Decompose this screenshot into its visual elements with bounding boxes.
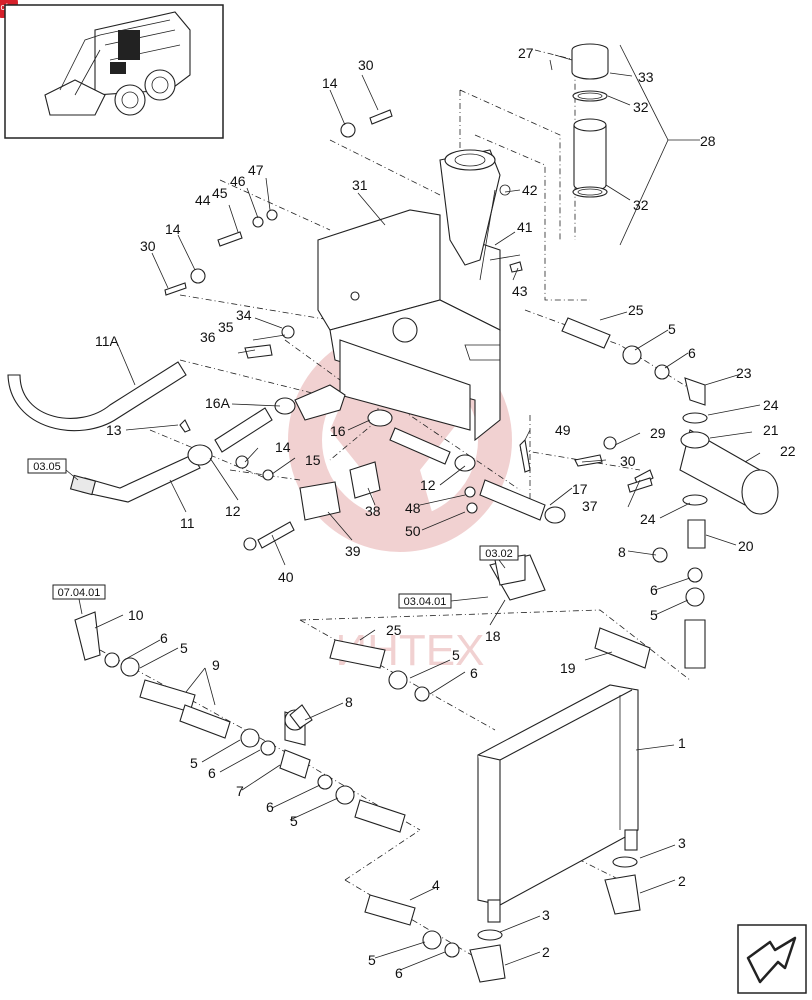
callout-number: 43 xyxy=(512,283,528,299)
callout-number: 49 xyxy=(555,422,571,438)
callout-number: 36 xyxy=(200,329,216,345)
callout-number: 18 xyxy=(485,628,501,644)
filler-cap-icon xyxy=(549,43,609,198)
callout-number: 25 xyxy=(628,302,644,318)
callout-number: 6 xyxy=(160,630,168,646)
hydraulic-tank-icon xyxy=(317,149,521,442)
callout-number: 38 xyxy=(365,503,381,519)
callout-number: 16 xyxy=(330,423,346,439)
corner-badge-label: cf xyxy=(0,2,8,12)
callout-number: 28 xyxy=(700,133,716,149)
ref-box-03-05[interactable]: 03.05 xyxy=(27,458,79,481)
callout-number: 1 xyxy=(678,735,686,751)
callout-number: 5 xyxy=(452,647,460,663)
callout-number: 34 xyxy=(236,307,252,323)
parts xyxy=(7,43,807,994)
machine-thumbnail xyxy=(4,4,224,139)
callout-number: 50 xyxy=(405,523,421,539)
callout-number: 16A xyxy=(205,395,231,411)
callout-number: 8 xyxy=(345,694,353,710)
callout-number: 22 xyxy=(780,443,796,459)
callout-number: 24 xyxy=(763,397,779,413)
callout-number: 3 xyxy=(678,835,686,851)
callout-number: 5 xyxy=(650,607,658,623)
skid-steer-loader-icon xyxy=(44,11,191,116)
callout-number: 8 xyxy=(618,544,626,560)
callout-number: 37 xyxy=(582,498,598,514)
callout-number: 14 xyxy=(275,439,291,455)
callout-number: 5 xyxy=(668,321,676,337)
callout-number: 29 xyxy=(650,425,666,441)
callout-number: 6 xyxy=(208,765,216,781)
callout-number: 11A xyxy=(95,333,120,349)
callout-number: 9 xyxy=(212,657,220,673)
callout-number: 47 xyxy=(248,162,264,178)
ref-box-label: 03.04.01 xyxy=(404,596,447,608)
callout-number: 32 xyxy=(633,197,649,213)
callout-number: 10 xyxy=(128,607,144,623)
callout-number: 46 xyxy=(230,173,246,189)
callout-number: 6 xyxy=(688,345,696,361)
callout-numbers: 27 33 32 28 32 30 14 47 46 45 44 31 42 4… xyxy=(95,45,796,981)
callout-number: 27 xyxy=(518,45,534,61)
fittings xyxy=(74,109,779,983)
reference-boxes: 03.05 03.02 03.04.01 07.04.01 xyxy=(27,458,519,615)
callout-number: 42 xyxy=(522,182,538,198)
hose-11a-icon xyxy=(7,361,187,432)
callout-number: 32 xyxy=(633,99,649,115)
callout-number: 2 xyxy=(542,944,550,960)
callout-number: 30 xyxy=(140,238,156,254)
callout-number: 44 xyxy=(195,192,211,208)
callout-number: 2 xyxy=(678,873,686,889)
callout-number: 12 xyxy=(420,477,436,493)
ref-box-03-02[interactable]: 03.02 xyxy=(479,545,519,569)
callout-number: 6 xyxy=(266,799,274,815)
leader-lines xyxy=(94,54,761,971)
callout-number: 40 xyxy=(278,569,294,585)
next-page-arrow-icon[interactable] xyxy=(737,924,807,994)
ref-box-03-04-01[interactable]: 03.04.01 xyxy=(398,593,489,609)
callout-number: 3 xyxy=(542,907,550,923)
ref-box-label: 07.04.01 xyxy=(58,587,101,599)
ref-box-label: 03.05 xyxy=(33,461,61,473)
callout-number: 14 xyxy=(322,75,338,91)
callout-number: 30 xyxy=(620,453,636,469)
callout-number: 6 xyxy=(650,582,658,598)
callout-number: 20 xyxy=(738,538,754,554)
callout-number: 41 xyxy=(517,219,533,235)
callout-number: 5 xyxy=(368,952,376,968)
ref-box-label: 03.02 xyxy=(485,548,513,560)
callout-number: 5 xyxy=(190,755,198,771)
callout-number: 11 xyxy=(180,515,195,531)
callout-number: 25 xyxy=(386,622,402,638)
callout-number: 33 xyxy=(638,69,654,85)
callout-number: 13 xyxy=(106,422,122,438)
callout-number: 7 xyxy=(236,783,244,799)
callout-number: 15 xyxy=(305,452,321,468)
callout-number: 35 xyxy=(218,319,234,335)
callout-number: 19 xyxy=(560,660,576,676)
callout-number: 6 xyxy=(395,965,403,981)
callout-number: 45 xyxy=(212,185,228,201)
callout-number: 4 xyxy=(432,877,440,893)
oil-cooler-icon xyxy=(477,684,639,923)
callout-number: 23 xyxy=(736,365,752,381)
callout-number: 6 xyxy=(470,665,478,681)
callout-number: 5 xyxy=(180,640,188,656)
callout-number: 17 xyxy=(572,481,588,497)
callout-number: 31 xyxy=(352,177,368,193)
callout-number: 39 xyxy=(345,543,361,559)
hose-11-icon xyxy=(69,454,201,503)
callout-number: 24 xyxy=(640,511,656,527)
callout-number: 30 xyxy=(358,57,374,73)
callout-number: 12 xyxy=(225,503,241,519)
callout-number: 5 xyxy=(290,813,298,829)
callout-number: 14 xyxy=(165,221,181,237)
callout-number: 21 xyxy=(763,422,779,438)
callout-number: 48 xyxy=(405,500,421,516)
ref-box-07-04-01[interactable]: 07.04.01 xyxy=(52,584,106,615)
